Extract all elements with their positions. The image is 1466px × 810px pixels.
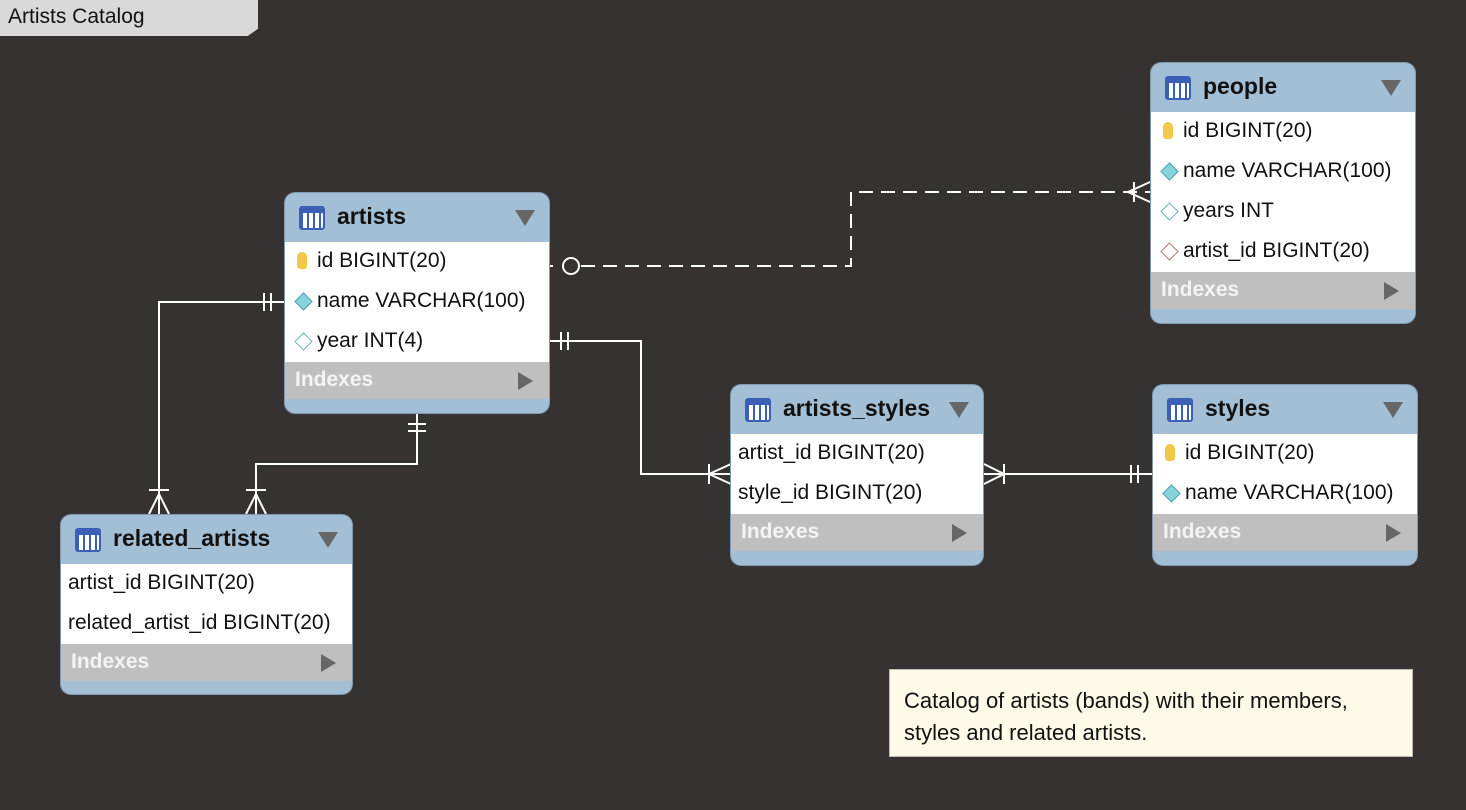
column-label: years INT <box>1183 199 1275 222</box>
column-label: artist_id BIGINT(20) <box>1183 239 1370 262</box>
indexes-section[interactable]: Indexes <box>1153 514 1417 551</box>
expand-triangle-icon[interactable] <box>1386 524 1401 542</box>
table-people[interactable]: people id BIGINT(20) name VARCHAR(100) y… <box>1151 63 1415 323</box>
column-label: name VARCHAR(100) <box>1185 481 1394 504</box>
rel-styles-artists-styles-many <box>983 463 1007 485</box>
column-label: name VARCHAR(100) <box>317 289 526 312</box>
table-icon <box>1167 398 1193 422</box>
collapse-triangle-icon[interactable] <box>318 532 338 548</box>
expand-triangle-icon[interactable] <box>518 372 533 390</box>
column-label: year INT(4) <box>317 329 424 352</box>
rel-artists-related-2-many <box>245 491 267 515</box>
column-row[interactable]: year INT(4) <box>285 322 549 362</box>
expand-triangle-icon[interactable] <box>1384 282 1399 300</box>
column-label: related_artist_id BIGINT(20) <box>68 611 331 634</box>
column-label: style_id BIGINT(20) <box>738 481 923 504</box>
column-label: name VARCHAR(100) <box>1183 159 1392 182</box>
table-name: artists_styles <box>783 395 931 421</box>
not-null-column-icon <box>1162 484 1181 503</box>
column-row[interactable]: artist_id BIGINT(20) <box>61 564 352 604</box>
primary-key-icon <box>1165 444 1175 461</box>
indexes-section[interactable]: Indexes <box>61 644 352 681</box>
note-line-1: Catalog of artists (bands) with their me… <box>904 688 1348 713</box>
column-row[interactable]: related_artist_id BIGINT(20) <box>61 604 352 644</box>
note-line-2: styles and related artists. <box>904 720 1148 745</box>
rel-artists-people-many <box>1125 181 1151 203</box>
rel-artists-artists-styles <box>550 340 731 475</box>
column-row[interactable]: id BIGINT(20) <box>1153 434 1417 474</box>
table-name: artists <box>337 203 407 229</box>
table-header[interactable]: related_artists <box>61 515 352 564</box>
column-row[interactable]: artist_id BIGINT(20) <box>1151 232 1415 272</box>
column-row[interactable]: id BIGINT(20) <box>285 242 549 282</box>
rel-artists-people-zero <box>562 257 580 275</box>
nullable-column-icon <box>1160 202 1179 221</box>
column-row[interactable]: name VARCHAR(100) <box>1153 474 1417 514</box>
table-icon <box>745 398 771 422</box>
expand-triangle-icon[interactable] <box>321 654 336 672</box>
table-icon <box>1165 76 1191 100</box>
diagram-tab-label: Artists Catalog <box>8 5 145 28</box>
indexes-section[interactable]: Indexes <box>285 362 549 399</box>
collapse-triangle-icon[interactable] <box>1381 80 1401 96</box>
rel-artists-people <box>581 191 1150 267</box>
foreign-key-column-icon <box>1160 242 1179 261</box>
table-styles[interactable]: styles id BIGINT(20) name VARCHAR(100) I… <box>1153 385 1417 565</box>
expand-triangle-icon[interactable] <box>952 524 967 542</box>
table-artists-styles[interactable]: artists_styles artist_id BIGINT(20) styl… <box>731 385 983 565</box>
column-label: id BIGINT(20) <box>1185 441 1315 464</box>
indexes-label: Indexes <box>71 650 150 673</box>
indexes-section[interactable]: Indexes <box>731 514 983 551</box>
column-row[interactable]: artist_id BIGINT(20) <box>731 434 983 474</box>
indexes-label: Indexes <box>741 520 820 543</box>
column-row[interactable]: name VARCHAR(100) <box>1151 152 1415 192</box>
table-related-artists[interactable]: related_artists artist_id BIGINT(20) rel… <box>61 515 352 694</box>
rel-artists-related-1 <box>158 301 285 514</box>
collapse-triangle-icon[interactable] <box>515 210 535 226</box>
primary-key-icon <box>1163 122 1173 139</box>
indexes-label: Indexes <box>1161 278 1240 301</box>
table-icon <box>75 528 101 552</box>
table-header[interactable]: artists <box>285 193 549 242</box>
nullable-column-icon <box>294 332 313 351</box>
rel-artists-related-1-many <box>148 491 170 515</box>
table-artists[interactable]: artists id BIGINT(20) name VARCHAR(100) … <box>285 193 549 413</box>
primary-key-icon <box>297 252 307 269</box>
indexes-label: Indexes <box>1163 520 1242 543</box>
table-header[interactable]: people <box>1151 63 1415 112</box>
table-name: styles <box>1205 395 1271 421</box>
diagram-note[interactable]: Catalog of artists (bands) with their me… <box>889 669 1413 757</box>
indexes-label: Indexes <box>295 368 374 391</box>
column-label: id BIGINT(20) <box>317 249 447 272</box>
column-label: id BIGINT(20) <box>1183 119 1313 142</box>
column-label: artist_id BIGINT(20) <box>68 571 255 594</box>
indexes-section[interactable]: Indexes <box>1151 272 1415 309</box>
not-null-column-icon <box>294 292 313 311</box>
rel-artists-artists-styles-many <box>706 463 732 485</box>
diagram-tab[interactable]: Artists Catalog <box>0 0 258 36</box>
column-row[interactable]: id BIGINT(20) <box>1151 112 1415 152</box>
column-row[interactable]: name VARCHAR(100) <box>285 282 549 322</box>
collapse-triangle-icon[interactable] <box>949 402 969 418</box>
table-name: related_artists <box>113 525 271 551</box>
table-header[interactable]: styles <box>1153 385 1417 434</box>
column-row[interactable]: years INT <box>1151 192 1415 232</box>
table-header[interactable]: artists_styles <box>731 385 983 434</box>
column-row[interactable]: style_id BIGINT(20) <box>731 474 983 514</box>
rel-artists-related-2 <box>255 413 418 514</box>
table-icon <box>299 206 325 230</box>
collapse-triangle-icon[interactable] <box>1383 402 1403 418</box>
column-label: artist_id BIGINT(20) <box>738 441 925 464</box>
not-null-column-icon <box>1160 162 1179 181</box>
table-name: people <box>1203 73 1278 99</box>
